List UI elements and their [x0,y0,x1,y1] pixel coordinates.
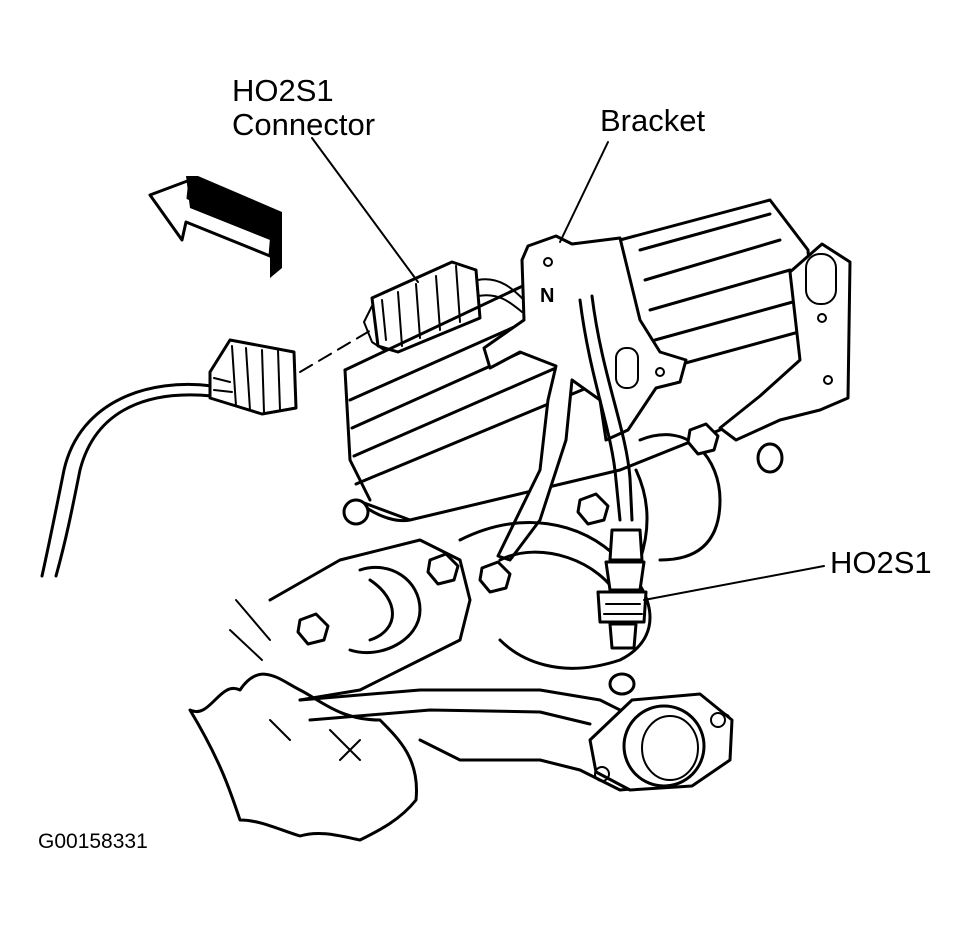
connector-label-line1: HO2S1 [232,73,334,108]
figure-id: G00158331 [38,830,148,853]
mount-bracket [718,242,852,442]
connector-leader-line [311,137,419,283]
bolts [296,422,720,646]
ho2s1-connector-part [363,260,525,354]
cutaway-surface [188,599,419,842]
harness-cable [40,382,214,578]
ho2s1-sensor [596,528,648,696]
bracket-leader-line [559,141,609,243]
bracket-label: Bracket [600,103,706,138]
sensor-bracket: N [482,234,688,562]
exhaust-manifold [268,538,734,792]
svg-text:N: N [540,285,554,307]
harness-connector [208,338,298,416]
alignment-dashed-line [299,325,379,373]
direction-arrow-icon [148,176,282,278]
sensor-label: HO2S1 [830,545,932,580]
connector-label-line2: Connector [232,107,376,142]
sensor-wire [578,294,634,522]
sensor-leader-line [643,565,825,601]
